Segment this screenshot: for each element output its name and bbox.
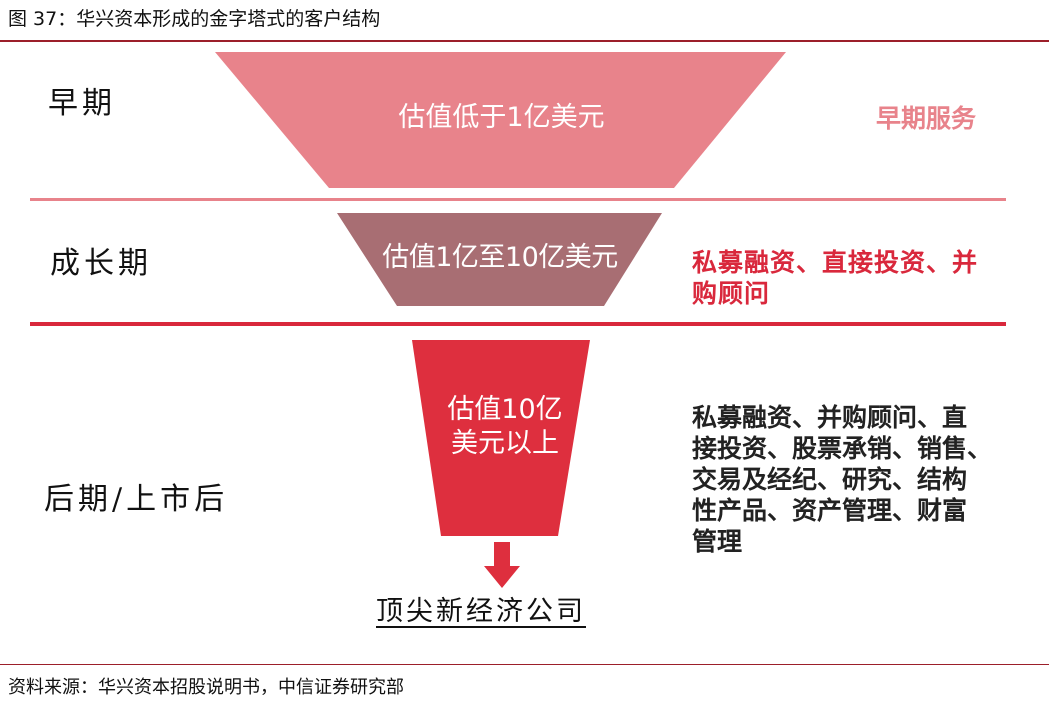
stage-label-late: 后期/上市后 bbox=[44, 482, 229, 517]
stage-label-growth: 成长期 bbox=[50, 246, 152, 281]
funnel-text-early-line: 估值低于1亿美元 bbox=[398, 102, 605, 133]
funnel-segment-early bbox=[215, 52, 786, 188]
divider-early-growth bbox=[30, 198, 1006, 201]
bottom-rule bbox=[0, 664, 1049, 665]
service-text-late-line-3: 交易及经纪、研究、结构 bbox=[692, 465, 968, 494]
divider-growth-late bbox=[30, 322, 1006, 326]
stage-label-early: 早期 bbox=[48, 86, 116, 121]
funnel-text-late-line-2: 美元以上 bbox=[451, 428, 559, 459]
funnel-text-late-line-1: 估值10亿 bbox=[447, 394, 563, 425]
funnel-segment-late bbox=[412, 340, 590, 536]
service-text-growth: 私募融资、直接投资、并 购顾问 bbox=[692, 247, 978, 309]
service-text-late-line-1: 私募融资、并购顾问、直 bbox=[692, 403, 968, 432]
funnel-text-growth-line: 估值1亿至10亿美元 bbox=[382, 242, 618, 273]
funnel-segment-growth bbox=[337, 213, 662, 306]
funnel-text-late: 估值10亿 美元以上 bbox=[420, 393, 590, 461]
service-text-late-line-5: 管理 bbox=[692, 527, 743, 556]
service-text-growth-line-2: 购顾问 bbox=[692, 279, 771, 308]
service-text-late-line-2: 接投资、股票承销、销售、 bbox=[692, 434, 993, 463]
service-text-early: 早期服务 bbox=[876, 103, 976, 134]
funnel-text-early: 估值低于1亿美元 bbox=[329, 101, 674, 135]
service-text-late-line-4: 性产品、资产管理、财富 bbox=[692, 496, 968, 525]
top-rule bbox=[0, 40, 1049, 42]
result-label: 顶尖新经济公司 bbox=[376, 596, 586, 627]
funnel-text-growth: 估值1亿至10亿美元 bbox=[360, 241, 640, 275]
down-arrow-icon bbox=[484, 542, 520, 588]
figure-title: 图 37：华兴资本形成的金字塔式的客户结构 bbox=[8, 8, 381, 30]
service-text-early-line: 早期服务 bbox=[876, 104, 977, 133]
service-text-late: 私募融资、并购顾问、直 接投资、股票承销、销售、 交易及经纪、研究、结构 性产品… bbox=[692, 402, 992, 557]
service-text-growth-line-1: 私募融资、直接投资、并 bbox=[692, 248, 979, 277]
source-note: 资料来源：华兴资本招股说明书，中信证券研究部 bbox=[8, 677, 404, 698]
